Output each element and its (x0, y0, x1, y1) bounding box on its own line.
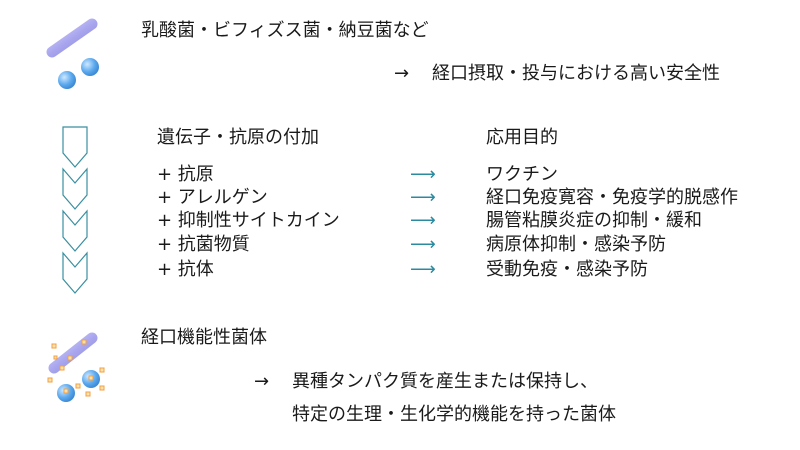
functional-bacteria-icon (47, 332, 105, 402)
bacteria-icon (46, 18, 99, 89)
mapping-arrow: ⟶ (410, 187, 436, 208)
mapping-arrow: ⟶ (410, 210, 436, 231)
gene-item: + 抑制性サイトカイン (157, 210, 340, 231)
bacteria-cocci-icon (81, 58, 99, 76)
gene-item: + 抗体 (157, 259, 214, 280)
gene-item: + アレルゲン (157, 187, 268, 208)
purpose-item: 受動免疫・感染予防 (486, 259, 648, 280)
gene-column-header: 遺伝子・抗原の付加 (157, 127, 319, 148)
protein-particles-icon (47, 339, 105, 397)
bacteria-cocci-icon (58, 71, 76, 89)
mapping-arrow: ⟶ (410, 164, 436, 185)
purpose-item: ワクチン (486, 164, 558, 185)
purpose-item: 経口免疫寛容・免疫学的脱感作 (486, 187, 738, 208)
gene-item: + 抗原 (157, 164, 214, 185)
bacteria-rod-icon (46, 18, 98, 58)
section1-title: 乳酸菌・ビフィズス菌・納豆菌など (141, 20, 429, 41)
purpose-column-header: 応用目的 (486, 127, 558, 148)
section1-arrow: → (394, 63, 410, 84)
purpose-item: 腸管粘膜炎症の抑制・緩和 (486, 210, 702, 231)
section1-note: 経口摂取・投与における高い安全性 (432, 63, 720, 84)
section3-title: 経口機能性菌体 (141, 327, 267, 348)
section3-line1: 異種タンパク質を産生または保持し、 (292, 371, 598, 392)
mapping-arrow: ⟶ (410, 259, 436, 280)
purpose-item: 病原体抑制・感染予防 (486, 234, 666, 255)
section3-line2: 特定の生理・生化学的機能を持った菌体 (292, 404, 616, 425)
chevron-flow-icon (62, 126, 88, 294)
mapping-arrow: ⟶ (410, 234, 436, 255)
gene-item: + 抗菌物質 (157, 234, 250, 255)
section3-arrow: → (254, 371, 270, 392)
